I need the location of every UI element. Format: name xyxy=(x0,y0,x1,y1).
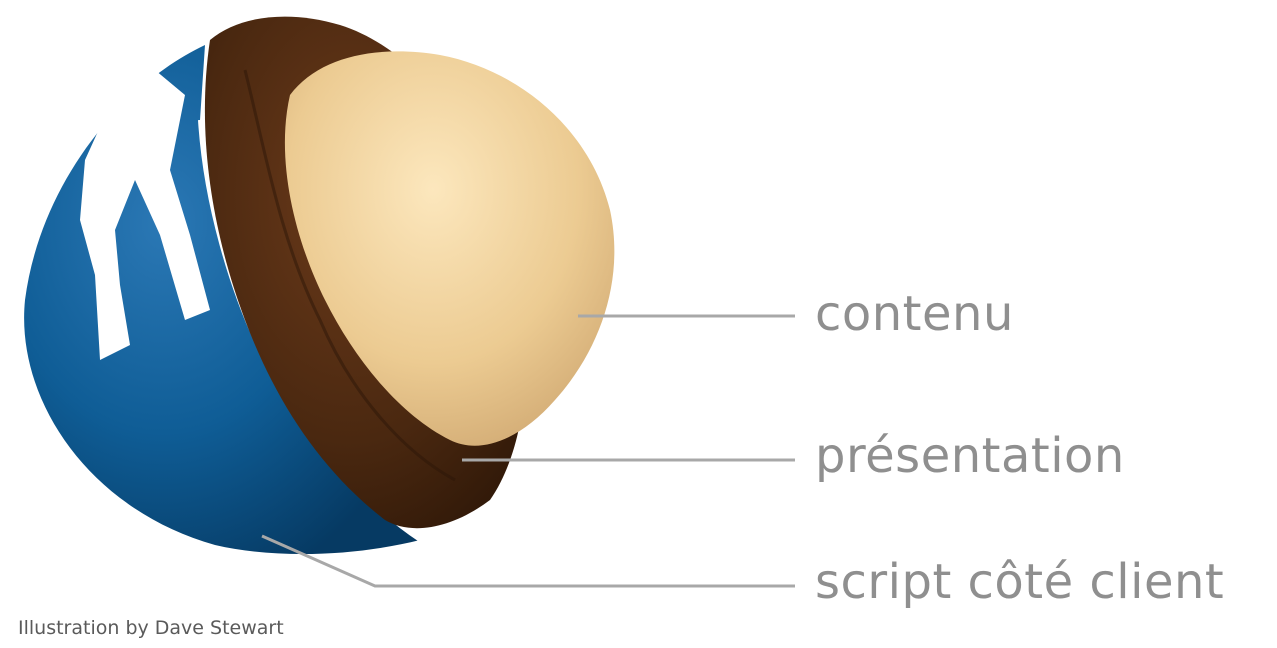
client-script-layer-label: script côté client xyxy=(815,558,1224,606)
content-layer-label: contenu xyxy=(815,290,1014,338)
presentation-layer-label: présentation xyxy=(815,432,1125,480)
illustration-credit: Illustration by Dave Stewart xyxy=(18,619,284,638)
